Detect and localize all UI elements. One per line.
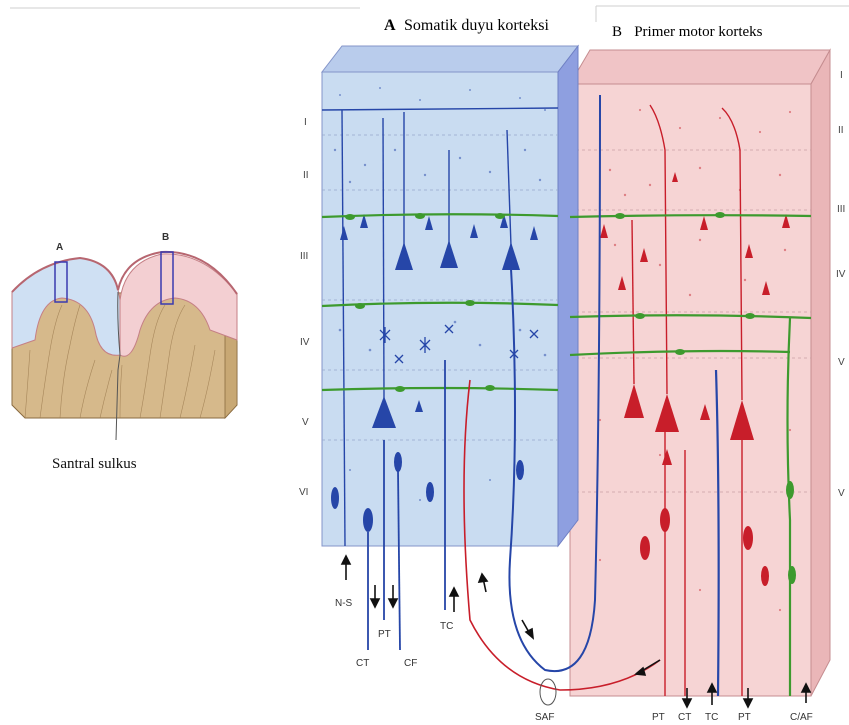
inset-label-b: B xyxy=(162,232,169,243)
layer-a-4: IV xyxy=(300,337,310,348)
fiber-tc-b: TC xyxy=(705,712,718,723)
fiber-pt-a: PT xyxy=(378,629,391,640)
layer-labels-a: I II III IV V VI xyxy=(299,117,310,498)
layer-b-4: IV xyxy=(836,269,846,280)
inset-caption: Santral sulkus xyxy=(52,456,137,472)
fiber-tc-a: TC xyxy=(440,621,453,632)
layer-a-1: I xyxy=(304,117,307,128)
fiber-ns: N-S xyxy=(335,598,353,609)
fiber-labels-b: PT CT TC PT C/AF xyxy=(652,712,813,723)
inset-label-a: A xyxy=(56,242,63,253)
fiber-ct-b: CT xyxy=(678,712,691,723)
layer-b-6: V xyxy=(838,488,845,499)
layer-labels-b: I II III IV V V xyxy=(836,70,846,499)
fiber-pt-b2: PT xyxy=(738,712,751,723)
sensory-cortex-block xyxy=(322,46,578,546)
layer-b-3: III xyxy=(837,204,845,215)
layer-a-6: VI xyxy=(299,487,308,498)
inset-brain-section xyxy=(12,252,237,440)
layer-b-1: I xyxy=(840,70,843,81)
fiber-cf: CF xyxy=(404,658,417,669)
layer-a-2: II xyxy=(303,170,309,181)
layer-b-2: II xyxy=(838,125,844,136)
fiber-pt-b1: PT xyxy=(652,712,665,723)
fiber-caf: C/AF xyxy=(790,712,813,723)
title-a: A Somatik duyu korteksi xyxy=(384,17,549,34)
fiber-ct-a: CT xyxy=(356,658,369,669)
layer-a-5: V xyxy=(302,417,309,428)
title-b: B Primer motor korteks xyxy=(612,23,763,40)
fiber-saf: SAF xyxy=(535,712,554,723)
layer-a-3: III xyxy=(300,251,308,262)
fiber-labels-a: N-S CT PT CF TC xyxy=(335,598,453,669)
layer-b-5: V xyxy=(838,357,845,368)
